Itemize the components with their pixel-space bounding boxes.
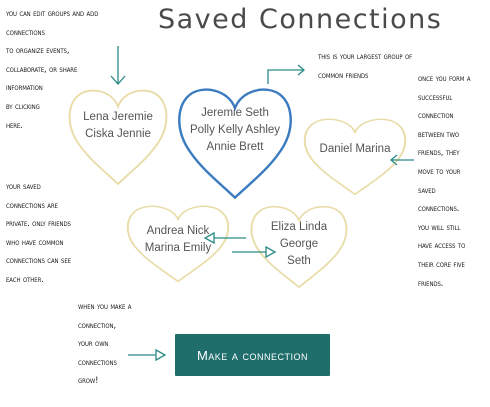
group-heart-4[interactable]: Andrea Nick Marina Emily	[123, 201, 233, 283]
group-member-line: Daniel Marina	[319, 143, 391, 155]
heart-outline-icon	[126, 205, 230, 283]
group-member-line: Polly Kelly Ashley	[189, 124, 281, 136]
page-title: Saved Connections	[158, 4, 443, 35]
group-member-line: Ciska Jennie	[85, 128, 151, 140]
note-core-five: Once you form a successful connection be…	[418, 73, 471, 289]
group-heart-1[interactable]: Lena Jeremie Ciska Jennie	[65, 84, 171, 186]
group-member-line: Seth	[287, 255, 311, 267]
heart-outline-icon	[178, 88, 292, 200]
group-member-line: Annie Brett	[206, 141, 264, 153]
group-heart-5[interactable]: Eliza Linda George Seth	[247, 201, 351, 289]
group-member-line: Marina Emily	[144, 242, 212, 254]
group-members: Lena Jeremie Ciska Jennie	[65, 109, 171, 143]
group-members: Eliza Linda George Seth	[247, 219, 351, 270]
group-heart-3[interactable]: Daniel Marina	[300, 114, 410, 196]
heart-outline-icon	[303, 118, 407, 196]
note-edit-groups: You can Edit groups and add connections …	[6, 8, 99, 131]
make-connection-button[interactable]: Make a connection	[175, 334, 330, 376]
group-members: Jeremie Seth Polly Kelly Ashley Annie Br…	[174, 105, 296, 156]
group-heart-2-selected[interactable]: Jeremie Seth Polly Kelly Ashley Annie Br…	[174, 82, 296, 200]
note-largest-group: This is your largest group of common fri…	[318, 51, 413, 81]
note-grow: When you make a connection, your own con…	[78, 301, 132, 387]
group-member-line: George	[279, 238, 319, 250]
heart-outline-icon	[68, 89, 168, 186]
group-member-line: Jeremie Seth	[201, 107, 269, 119]
group-member-line: Eliza Linda	[270, 221, 328, 233]
group-members: Daniel Marina	[300, 141, 410, 158]
group-member-line: Andrea Nick	[146, 225, 210, 237]
note-private: Your saved connections are private. Only…	[6, 181, 71, 285]
group-members: Andrea Nick Marina Emily	[123, 223, 233, 257]
heart-outline-icon	[250, 205, 348, 289]
group-member-line: Lena Jeremie	[83, 111, 153, 123]
